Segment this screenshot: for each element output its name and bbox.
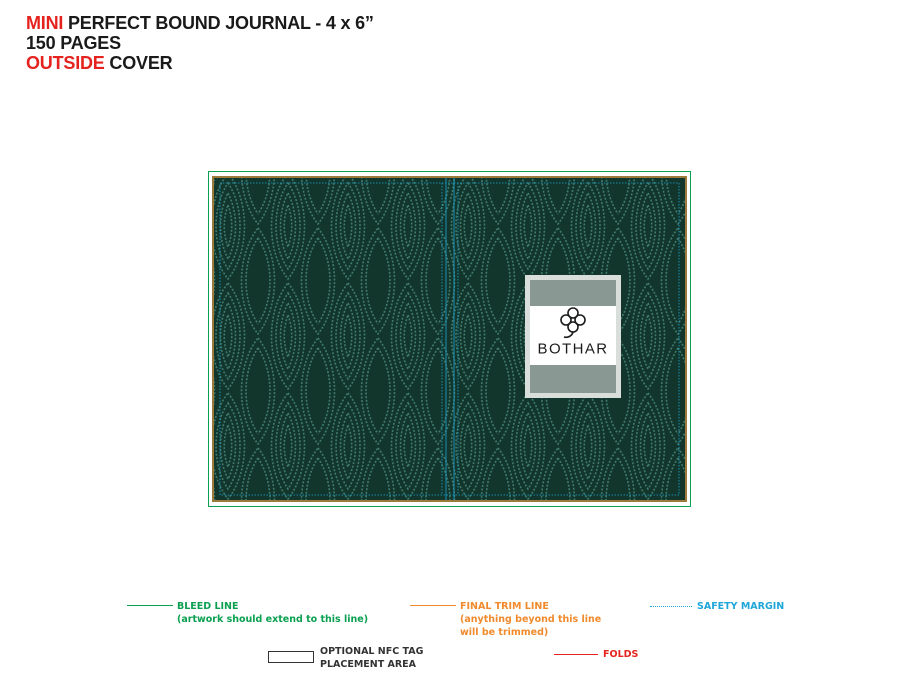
title-block: MINI PERFECT BOUND JOURNAL - 4 x 6” 150 … [26, 13, 374, 73]
folds-label: FOLDS [603, 649, 639, 660]
nfc-tag-label-2: PLACEMENT AREA [320, 659, 417, 670]
bleed-line-swatch [127, 605, 173, 606]
final-trim-line-note-2: will be trimmed) [460, 627, 549, 638]
title-line-1: MINI PERFECT BOUND JOURNAL - 4 x 6” [26, 13, 374, 33]
logo-panel: BOTHAR [525, 275, 621, 398]
safety-margin-swatch [650, 606, 692, 607]
title-mini: MINI [26, 13, 64, 33]
final-trim-line-note-1: (anything beyond this line [460, 614, 602, 625]
clover-knot-icon [560, 307, 586, 339]
safety-margin-lines [219, 182, 680, 496]
title-pages: 150 PAGES [26, 33, 121, 53]
bleed-line-label: BLEED LINE [177, 601, 239, 612]
legend-bleed-line: BLEED LINE (artwork should extend to thi… [177, 600, 368, 626]
legend-folds: FOLDS [603, 648, 638, 661]
final-trim-line-label: FINAL TRIM LINE [460, 601, 549, 612]
legend-safety-margin: SAFETY MARGIN [697, 600, 784, 613]
final-trim-line-swatch [410, 605, 456, 606]
nfc-tag-swatch [268, 651, 314, 663]
spine-fold-lines [445, 178, 455, 500]
bleed-line-note: (artwork should extend to this line) [177, 614, 369, 625]
nfc-tag-label-1: OPTIONAL NFC TAG [320, 646, 424, 657]
safety-margin-label: SAFETY MARGIN [697, 601, 785, 612]
cover-artwork: BOTHAR [208, 171, 691, 507]
title-product: PERFECT BOUND JOURNAL - 4 x 6” [63, 13, 374, 33]
cover-svg: BOTHAR [208, 171, 691, 507]
title-cover: COVER [104, 53, 173, 73]
brand-name: BOTHAR [538, 341, 609, 358]
folds-swatch [554, 654, 598, 655]
title-outside: OUTSIDE [26, 53, 105, 73]
legend-final-trim-line: FINAL TRIM LINE (anything beyond this li… [460, 600, 601, 639]
title-line-3: OUTSIDE COVER [26, 53, 374, 73]
legend-nfc-tag: OPTIONAL NFC TAG PLACEMENT AREA [320, 645, 423, 671]
